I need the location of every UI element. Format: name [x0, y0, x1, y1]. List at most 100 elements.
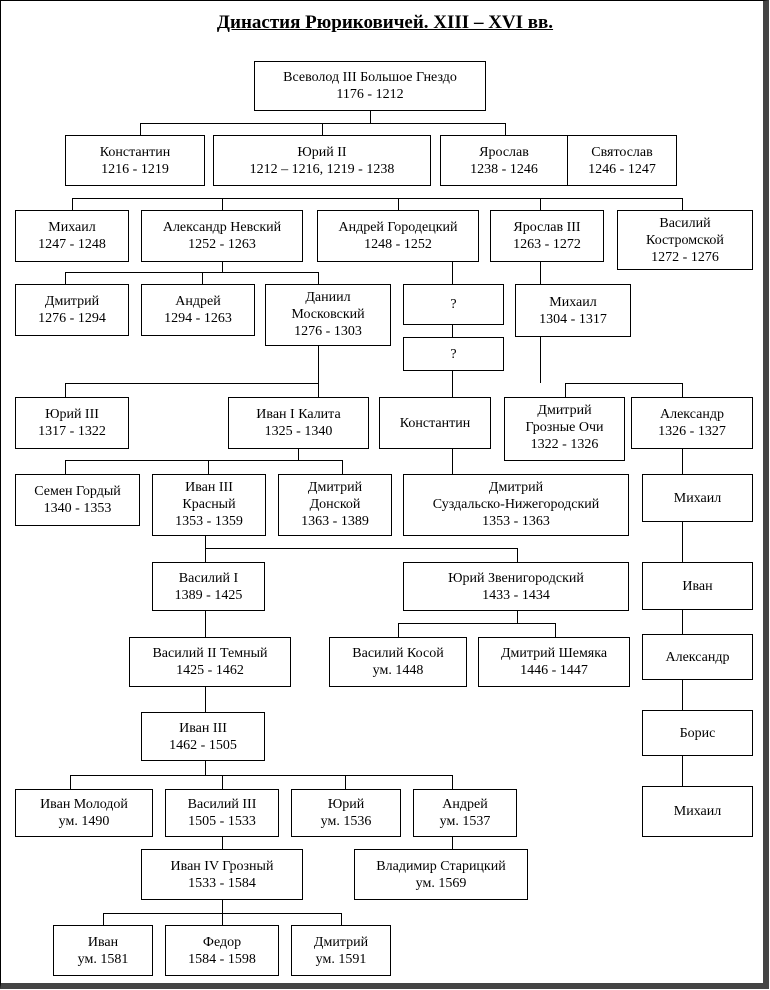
ruler-years: 1304 - 1317: [539, 311, 607, 327]
ruler-years: 1425 - 1462: [176, 663, 244, 678]
ruler-name: Василий: [659, 216, 711, 231]
ruler-box-unknown-2: ?: [403, 337, 504, 371]
ruler-name-line2: Суздальско-Нижегородский: [432, 497, 600, 512]
ruler-box-unknown-1: ?: [403, 284, 504, 325]
ruler-box-vladimir-staritsky: Владимир Старицкий ум. 1569: [354, 849, 528, 900]
ruler-name-line2: Красный: [182, 497, 236, 512]
ruler-name: Василий Косой: [352, 646, 444, 661]
connector-line: [222, 262, 223, 272]
ruler-box-konstantin-2: Константин: [379, 397, 491, 449]
ruler-years: 1272 - 1276: [651, 250, 719, 265]
ruler-years: 1317 - 1322: [38, 424, 106, 439]
ruler-years: 1584 - 1598: [188, 951, 256, 967]
connector-line: [222, 198, 223, 210]
page-title: Династия Рюриковичей. XIII – XVI вв.: [216, 12, 554, 33]
connector-line: [103, 913, 104, 925]
ruler-name-line2: Донской: [309, 497, 361, 512]
connector-line: [205, 548, 206, 562]
connector-line: [202, 272, 203, 284]
ruler-box-konstantin: Константин 1216 - 1219: [65, 135, 205, 186]
ruler-box-vsevolod: Всеволод III Большое Гнездо 1176 - 1212: [254, 61, 486, 111]
connector-line: [318, 346, 319, 383]
connector-line: [682, 756, 683, 786]
connector-line: [140, 123, 141, 135]
ruler-box-dmitry: Дмитрий 1276 - 1294: [15, 284, 129, 336]
ruler-name: Василий III: [187, 797, 257, 812]
ruler-name: ?: [450, 346, 457, 362]
ruler-box-ivan-molodoy: Иван Молодой ум. 1490: [15, 789, 153, 837]
connector-line: [222, 913, 223, 925]
connector-line: [222, 775, 223, 789]
ruler-years: ум. 1581: [77, 951, 129, 967]
connector-line: [345, 775, 346, 789]
ruler-years: ум. 1591: [315, 951, 367, 967]
ruler-name: Святослав: [591, 144, 653, 160]
ruler-name: Михаил: [673, 490, 722, 506]
ruler-name: Владимир Старицкий: [376, 858, 506, 874]
connector-line: [70, 775, 452, 776]
ruler-name: Андрей Городецкий: [338, 220, 458, 235]
ruler-name: Иван IV Грозный: [170, 858, 274, 874]
connector-line: [682, 610, 683, 634]
connector-line: [540, 337, 541, 383]
ruler-box-vasily-kosoy: Василий Косой ум. 1448: [329, 637, 467, 687]
ruler-years: 1322 - 1326: [530, 437, 599, 452]
ruler-name: Василий I: [178, 570, 239, 586]
ruler-name: Андрей: [175, 294, 221, 309]
ruler-years: ум. 1536: [320, 814, 372, 829]
ruler-box-yuri-zvenigorodsky: Юрий Звенигородский 1433 - 1434: [403, 562, 629, 611]
ruler-years: 1325 - 1340: [264, 424, 333, 439]
ruler-name: Иван: [87, 934, 119, 950]
ruler-box-vasily-i: Василий I 1389 - 1425: [152, 562, 265, 611]
connector-line: [565, 383, 566, 397]
connector-line: [682, 383, 683, 397]
ruler-box-ivan-son: Иван ум. 1581: [53, 925, 153, 976]
connector-line: [452, 837, 453, 849]
ruler-years: 1252 - 1263: [188, 237, 256, 252]
ruler-years: 1433 - 1434: [482, 587, 550, 603]
ruler-box-yuri: Юрий ум. 1536: [291, 789, 401, 837]
ruler-box-andrei: Андрей 1294 - 1263: [141, 284, 255, 336]
ruler-name: Михаил: [48, 220, 96, 235]
ruler-box-ivan-iii: Иван III 1462 - 1505: [141, 712, 265, 761]
ruler-name: Константин: [399, 415, 471, 431]
connector-line: [452, 775, 453, 789]
ruler-name-line2: Костромской: [646, 233, 724, 248]
connector-line: [540, 198, 541, 210]
connector-line: [682, 449, 683, 474]
connector-line: [205, 611, 206, 637]
connector-line: [505, 123, 506, 135]
ruler-years: ум. 1448: [372, 663, 424, 678]
ruler-name: Дмитрий: [488, 480, 544, 495]
ruler-box-yuri-ii: Юрий II 1212 – 1216, 1219 - 1238: [213, 135, 431, 186]
ruler-name: Иван: [682, 578, 713, 594]
ruler-name-line2: Московский: [291, 307, 365, 322]
ruler-box-alexander-3: Александр: [642, 634, 753, 680]
connector-line: [65, 383, 318, 384]
ruler-name: Иван Молодой: [40, 797, 128, 812]
ruler-box-alexander-2: Александр 1326 - 1327: [631, 397, 753, 449]
ruler-years: 1389 - 1425: [174, 587, 243, 603]
ruler-name: Семен Гордый: [34, 484, 121, 499]
connector-line: [72, 198, 73, 210]
ruler-years: 1363 - 1389: [301, 514, 369, 529]
ruler-years: 1176 - 1212: [336, 87, 404, 102]
connector-line: [222, 900, 223, 913]
ruler-box-dmitry-grozny-ochi: Дмитрий Грозные Очи 1322 - 1326: [504, 397, 625, 461]
connector-line: [342, 460, 343, 474]
ruler-name: Михаил: [549, 294, 597, 310]
ruler-years: 1246 - 1247: [588, 161, 656, 177]
ruler-name: Иван III: [185, 480, 233, 495]
connector-line: [70, 775, 71, 789]
ruler-years: ум. 1569: [415, 875, 467, 891]
ruler-box-andrei-3: Андрей ум. 1537: [413, 789, 517, 837]
ruler-years: 1212 – 1216, 1219 - 1238: [249, 161, 395, 177]
ruler-box-ivan-krasny: Иван III Красный 1353 - 1359: [152, 474, 266, 536]
connector-line: [682, 680, 683, 710]
ruler-years: 1238 - 1246: [470, 161, 538, 177]
ruler-box-vasily-kostromskoy: Василий Костромской 1272 - 1276: [617, 210, 753, 270]
ruler-years: 1248 - 1252: [364, 237, 432, 252]
ruler-box-alexander-nevsky: Александр Невский 1252 - 1263: [141, 210, 303, 262]
ruler-years: 1263 - 1272: [513, 237, 581, 252]
